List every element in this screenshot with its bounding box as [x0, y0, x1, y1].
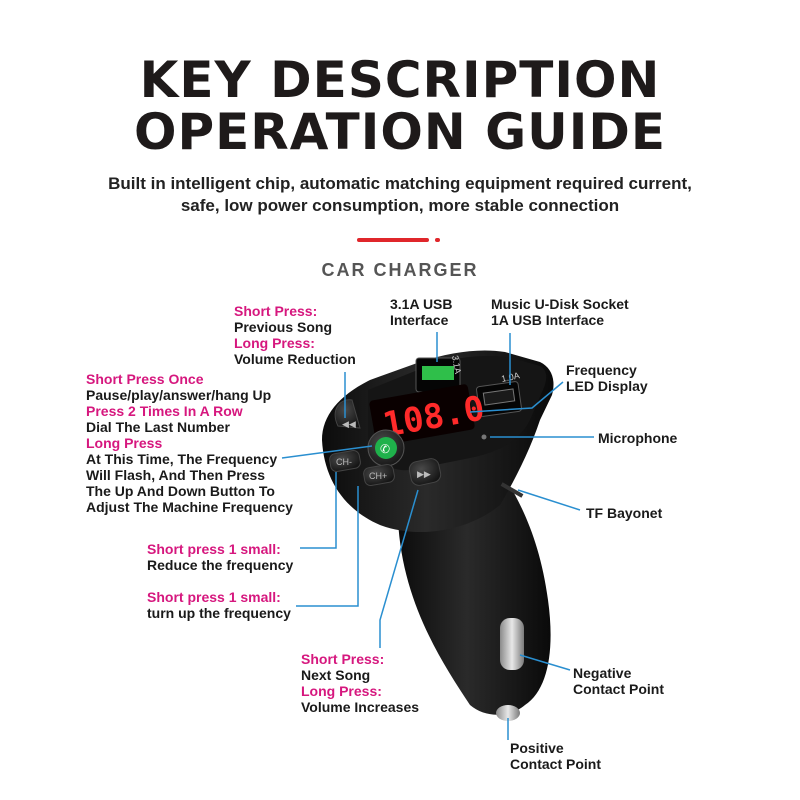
- ch-minus-label: CH-: [336, 457, 352, 467]
- label-increase-frequency: Short press 1 small: turn up the frequen…: [147, 589, 291, 621]
- callout-next: [379, 489, 419, 648]
- prev-button: [334, 399, 361, 429]
- svg-text:✆: ✆: [380, 442, 390, 456]
- next-icon[interactable]: ▶▶: [417, 469, 431, 479]
- label-previous: Short Press: Previous Song Long Press: V…: [234, 303, 356, 367]
- label-reduce-key: Short press 1 small:: [147, 541, 281, 557]
- ch-minus-button: [329, 449, 361, 473]
- led-display: [369, 384, 475, 446]
- callout-up: [296, 486, 359, 607]
- label-usb-3-1a-line2: Interface: [390, 312, 449, 328]
- label-next-long-key: Long Press:: [301, 683, 382, 699]
- label-reduce-value: Reduce the frequency: [147, 557, 294, 573]
- label-negative-line2: Contact Point: [573, 681, 664, 697]
- ch-plus-label: CH+: [369, 471, 387, 481]
- label-answer-value-3c: The Up And Down Button To: [86, 483, 275, 499]
- label-microphone: Microphone: [598, 430, 677, 446]
- label-next-short-key: Short Press:: [301, 651, 385, 667]
- negative-contact: [500, 618, 524, 670]
- label-frequency-line2: LED Display: [566, 378, 648, 394]
- label-usb-1a-line1: Music U-Disk Socket: [491, 296, 629, 312]
- callout-reduce: [300, 472, 337, 549]
- phone-icon[interactable]: [375, 437, 397, 459]
- label-next: Short Press: Next Song Long Press: Volum…: [301, 651, 419, 715]
- callout-freq: [469, 381, 564, 413]
- label-frequency-line1: Frequency: [566, 362, 637, 378]
- label-microphone-text: Microphone: [598, 430, 678, 446]
- accent-divider: [357, 238, 429, 242]
- label-previous-long-value: Volume Reduction: [234, 351, 356, 367]
- label-answer-value-1: Pause/play/answer/hang Up: [86, 387, 272, 403]
- label-answer-value-3d: Adjust The Machine Frequency: [86, 499, 293, 515]
- label-next-long-value: Volume Increases: [301, 699, 420, 715]
- label-answer-value-2: Dial The Last Number: [86, 419, 230, 435]
- section-title: CAR CHARGER: [321, 260, 479, 280]
- label-tf-bayonet: TF Bayonet: [586, 505, 662, 521]
- callout-answer: [281, 445, 373, 459]
- label-up-key: Short press 1 small:: [147, 589, 281, 605]
- label-tf-text: TF Bayonet: [586, 505, 663, 521]
- label-frequency-display: Frequency LED Display: [566, 362, 648, 394]
- subtitle-line-2: safe, low power consumption, more stable…: [180, 196, 620, 215]
- ch-plus-button: [363, 463, 395, 487]
- positive-contact: [496, 705, 520, 721]
- label-usb-1a: Music U-Disk Socket 1A USB Interface: [491, 296, 629, 328]
- next-button: [408, 458, 442, 486]
- title-line-2: OPERATION GUIDE: [134, 103, 666, 161]
- label-answer-value-3b: Will Flash, And Then Press: [86, 467, 266, 483]
- microphone-hole: [481, 434, 487, 440]
- label-previous-short-key: Short Press:: [234, 303, 318, 319]
- label-answer-key-3: Long Press: [86, 435, 163, 451]
- callout-neg: [519, 654, 571, 671]
- label-previous-short-value: Previous Song: [234, 319, 333, 335]
- accent-divider-dot: [435, 238, 440, 242]
- label-reduce-frequency: Short press 1 small: Reduce the frequenc…: [147, 541, 293, 573]
- usb-left-label: 3.1A: [450, 355, 463, 375]
- label-negative-line1: Negative: [573, 665, 632, 681]
- label-answer-value-3a: At This Time, The Frequency: [86, 451, 278, 467]
- label-answer-key-1: Short Press Once: [86, 371, 204, 387]
- label-positive-contact: Positive Contact Point: [510, 740, 601, 772]
- callout-lines: [281, 332, 594, 740]
- usb-port-3-1a-tongue: [422, 366, 454, 380]
- label-next-short-value: Next Song: [301, 667, 371, 683]
- previous-icon[interactable]: ◀◀: [342, 419, 356, 429]
- callout-tf: [517, 489, 581, 511]
- label-usb-3-1a-line1: 3.1A USB: [390, 296, 453, 312]
- usb-port-1a-tongue: [482, 388, 516, 406]
- label-answer: Short Press Once Pause/play/answer/hang …: [86, 371, 293, 515]
- label-positive-line1: Positive: [510, 740, 564, 756]
- label-negative-contact: Negative Contact Point: [573, 665, 664, 697]
- label-usb-1a-line2: 1A USB Interface: [491, 312, 605, 328]
- title-line-1: KEY DESCRIPTION: [139, 51, 661, 109]
- tf-slot: [500, 482, 524, 498]
- label-positive-line2: Contact Point: [510, 756, 601, 772]
- label-answer-key-2: Press 2 Times In A Row: [86, 403, 243, 419]
- label-usb-3-1a: 3.1A USB Interface: [390, 296, 453, 328]
- label-up-value: turn up the frequency: [147, 605, 291, 621]
- subtitle-line-1: Built in intelligent chip, automatic mat…: [108, 174, 692, 193]
- label-previous-long-key: Long Press:: [234, 335, 315, 351]
